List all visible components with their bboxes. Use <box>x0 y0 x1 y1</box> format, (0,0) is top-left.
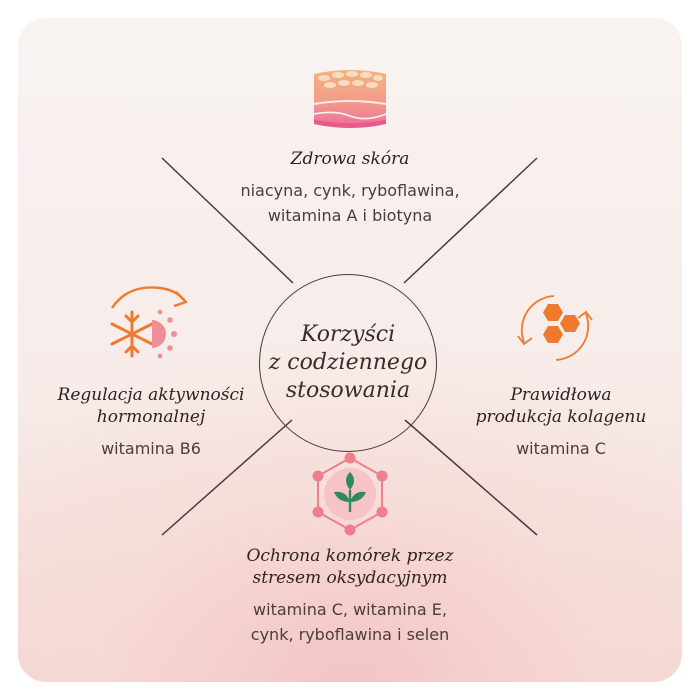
benefit-ingredients: witamina C, witamina E, cynk, ryboflawin… <box>250 600 450 644</box>
benefit-ingredients: witamina C <box>516 439 606 458</box>
benefit-title: Prawidłowa produkcja kolagenu <box>475 385 647 427</box>
collagen-hexagons-icon <box>517 295 593 361</box>
benefit-ingredients: witamina B6 <box>101 439 201 458</box>
benefit-hormonal-regulation: Regulacja aktywności hormonalnej witamin… <box>28 384 274 461</box>
benefit-healthy-skin: Zdrowa skóra niacyna, cynk, ryboflawina,… <box>200 148 500 228</box>
connector-line-bottom-right <box>404 419 538 536</box>
connector-line-top-right <box>403 157 538 284</box>
leaf-molecule-icon <box>312 452 388 536</box>
benefit-title: Zdrowa skóra <box>290 149 410 169</box>
benefit-title: Regulacja aktywności hormonalnej <box>57 385 245 427</box>
snowflake-sun-cycle-icon <box>110 286 188 359</box>
benefit-collagen-production: Prawidłowa produkcja kolagenu witamina C <box>448 384 674 461</box>
connector-line-bottom-left <box>161 419 293 536</box>
center-title: Korzyści z codziennego stosowania <box>268 322 428 403</box>
center-circle: Korzyści z codziennego stosowania <box>259 274 437 452</box>
benefit-title: Ochrona komórek przez stresem oksydacyjn… <box>246 546 454 588</box>
benefit-cell-protection: Ochrona komórek przez stresem oksydacyjn… <box>198 545 502 647</box>
connector-line-top-left <box>161 157 294 284</box>
benefit-ingredients: niacyna, cynk, ryboflawina, witamina A i… <box>240 181 460 225</box>
skin-layers-icon <box>313 70 387 128</box>
